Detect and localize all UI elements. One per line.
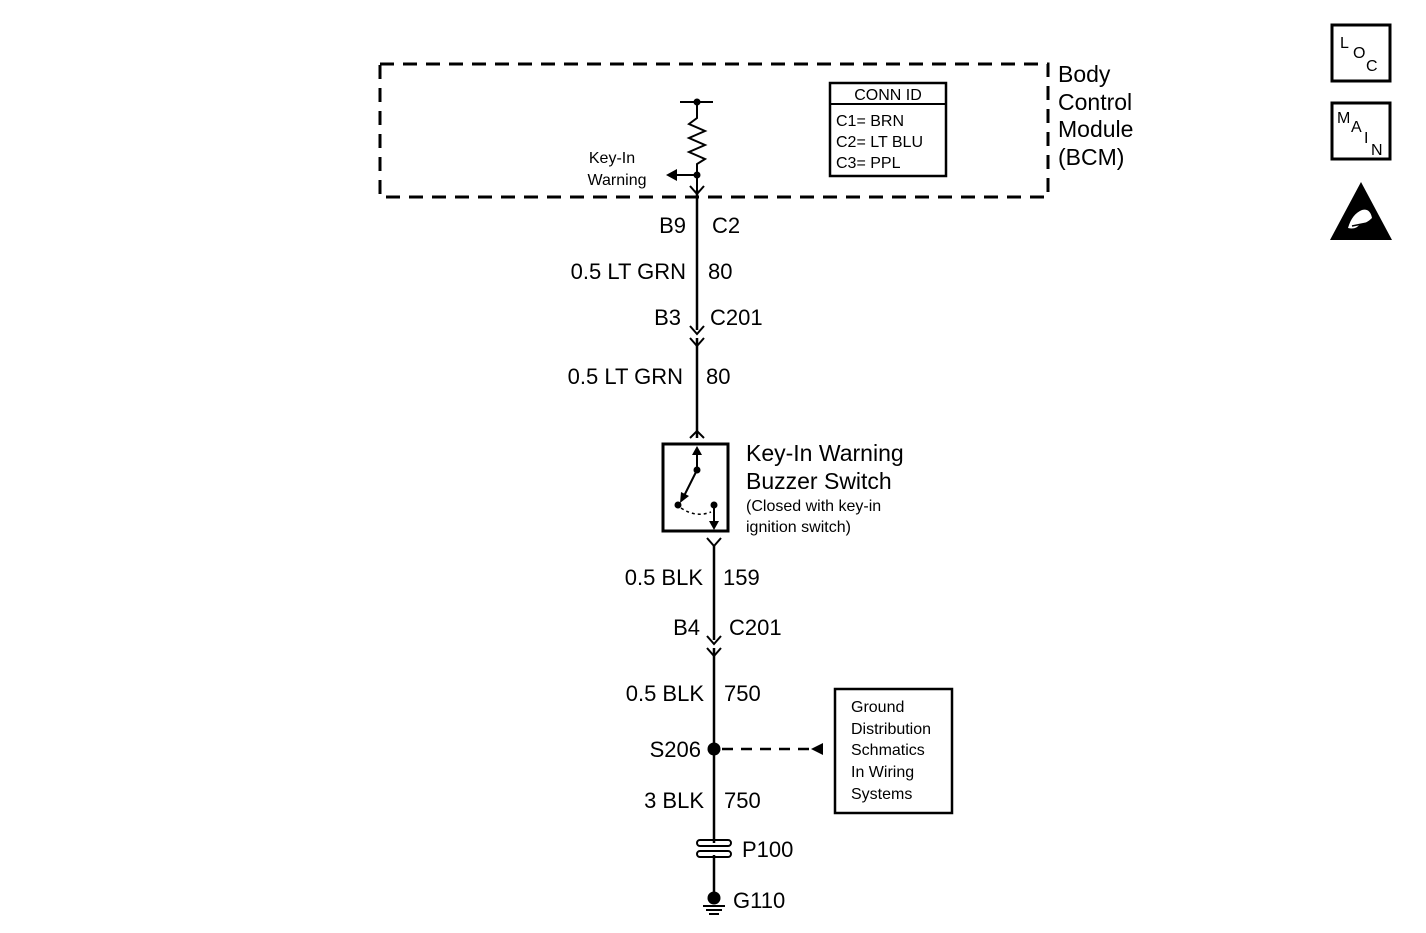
wire-gauge-color: 0.5 BLK <box>626 681 705 706</box>
bcm-title-line: Control <box>1058 89 1132 115</box>
switch-note-line: (Closed with key-in <box>746 498 881 515</box>
connector-pin-label: B4 <box>673 615 700 640</box>
bcm-pin-label: B9 <box>659 213 686 238</box>
connector-c201-symbol <box>706 635 722 646</box>
ground-dist-line: Distribution <box>851 721 931 738</box>
connector-c2-symbol <box>689 185 705 196</box>
key-in-label-line: Warning <box>588 172 647 189</box>
wire-gauge-color: 3 BLK <box>644 788 704 813</box>
ground-label: G110 <box>733 888 785 913</box>
loc-icon[interactable]: L O C <box>1330 23 1392 83</box>
main-letter: M <box>1337 110 1350 127</box>
bcm-connector-label: C2 <box>712 213 740 238</box>
ground-distribution-box: Ground Distribution Schmatics In Wiring … <box>833 687 954 815</box>
loc-letter: C <box>1366 58 1378 75</box>
bcm-title: Body Control Module (BCM) <box>1058 61 1133 170</box>
bcm-title-line: (BCM) <box>1058 144 1124 170</box>
bcm-title-line: Body <box>1058 61 1111 87</box>
key-in-label-line: Key-In <box>589 150 635 167</box>
key-in-warning-label: Key-In Warning <box>588 150 647 189</box>
wire-gauge-color: 0.5 LT GRN <box>568 364 683 389</box>
connector-c201-symbol <box>689 325 705 336</box>
wire-circuit-number: 80 <box>706 364 730 389</box>
conn-id-line: C1= BRN <box>836 113 904 130</box>
connector-label: C201 <box>729 615 782 640</box>
connector-label: C201 <box>710 305 763 330</box>
connector-pin-label: B3 <box>654 305 681 330</box>
wire-circuit-159-750 <box>706 537 722 898</box>
ground-dist-line: In Wiring <box>851 764 914 781</box>
wire-gauge-color: 0.5 LT GRN <box>571 259 686 284</box>
pull-up-resistor <box>666 98 713 190</box>
pass-through-label: P100 <box>742 837 793 862</box>
splice-s206-dot <box>707 742 721 756</box>
switch-title-line: Key-In Warning <box>746 440 904 466</box>
ground-dist-line: Systems <box>851 786 912 803</box>
loc-letter: O <box>1353 45 1365 62</box>
main-letter: I <box>1364 130 1368 147</box>
wire-gauge-color: 0.5 BLK <box>625 565 704 590</box>
switch-title-line: Buzzer Switch <box>746 468 892 494</box>
conn-id-box: CONN ID C1= BRN C2= LT BLU C3= PPL <box>828 81 948 178</box>
ground-dist-line: Ground <box>851 699 904 716</box>
conn-id-line: C3= PPL <box>836 155 901 172</box>
key-in-warning-buzzer-switch <box>661 442 730 533</box>
pass-through-grommet-icon <box>696 839 732 858</box>
loc-letter: L <box>1340 35 1349 52</box>
bcm-title-line: Module <box>1058 116 1133 142</box>
wire-circuit-number: 750 <box>724 788 761 813</box>
wire-circuit-80 <box>689 185 705 439</box>
wire-circuit-number: 80 <box>708 259 732 284</box>
bcm-module-outline <box>378 62 1050 199</box>
wire-circuit-number: 159 <box>723 565 760 590</box>
reference-arrow-icon <box>811 743 823 755</box>
switch-note-line: ignition switch) <box>746 519 851 536</box>
splice-label: S206 <box>650 737 701 762</box>
main-letter: A <box>1351 119 1362 136</box>
ground-dist-line: Schmatics <box>851 742 925 759</box>
wire-circuit-number: 750 <box>724 681 761 706</box>
conn-id-header: CONN ID <box>854 87 922 104</box>
main-icon[interactable]: M A I N <box>1330 101 1392 161</box>
ground-icon <box>703 891 725 915</box>
main-letter: N <box>1371 142 1383 159</box>
conn-id-line: C2= LT BLU <box>836 134 923 151</box>
esd-warning-icon[interactable] <box>1330 182 1392 240</box>
